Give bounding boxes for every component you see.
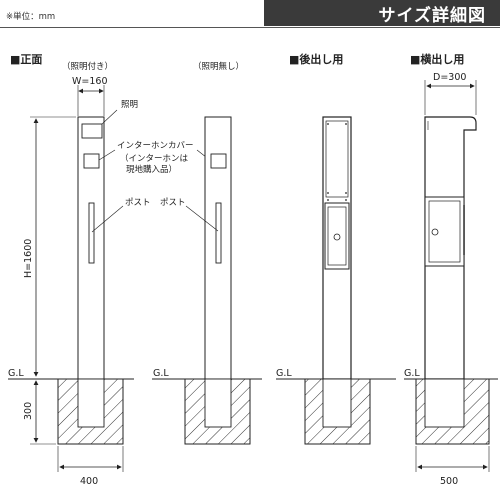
view-title-front: ■正面 [10, 53, 42, 66]
base-width-label-2: 500 [440, 476, 458, 487]
base-width-label-1: 400 [80, 476, 98, 487]
post-leader-1 [91, 205, 124, 233]
mail-slot [88, 202, 95, 264]
post-front-without-light [204, 116, 232, 380]
light-window [81, 123, 103, 139]
gl-label-1: G.L [8, 368, 24, 379]
intercom-cover-label: インターホンカバー [117, 141, 194, 151]
post-label-1: ポスト [125, 198, 151, 208]
intercom-box [210, 153, 227, 169]
post-leader-2 [185, 205, 219, 232]
post-label-2: ポスト [160, 198, 186, 208]
post-back-exit [322, 116, 352, 380]
view-title-back: ■後出し用 [289, 52, 343, 66]
intercom-leader-left [98, 149, 116, 161]
label-without-light: （照明無し） [193, 61, 244, 72]
gl-label-2: G.L [153, 368, 169, 379]
height-label: H=1600 [23, 239, 34, 278]
depth-label: D=300 [433, 72, 466, 83]
intercom-note-line-2: 現地購入品） [126, 164, 177, 175]
footing-depth-label: 300 [23, 402, 34, 420]
intercom-note-line-1: （インターホンは [120, 153, 189, 164]
post-side-exit [424, 116, 477, 380]
light-label: 照明 [121, 100, 138, 110]
post-front-with-light [77, 116, 105, 380]
width-label: W=160 [72, 76, 108, 87]
title-underline [0, 27, 500, 28]
label-with-light: （照明付き） [62, 61, 113, 72]
concrete-base-1 [57, 378, 124, 445]
unit-note: ※単位：mm [6, 12, 56, 22]
concrete-base-4 [415, 378, 490, 445]
gl-label-4: G.L [404, 368, 420, 379]
intercom-box [83, 153, 100, 169]
light-leader [101, 109, 118, 125]
lock-icon [333, 233, 341, 241]
concrete-base-2 [184, 378, 251, 445]
gl-label-3: G.L [276, 368, 292, 379]
page-title: サイズ詳細図 [264, 0, 500, 26]
lock-icon [431, 228, 439, 236]
view-title-side: ■横出し用 [410, 52, 464, 66]
concrete-base-3 [304, 378, 371, 445]
mail-slot [215, 202, 222, 264]
